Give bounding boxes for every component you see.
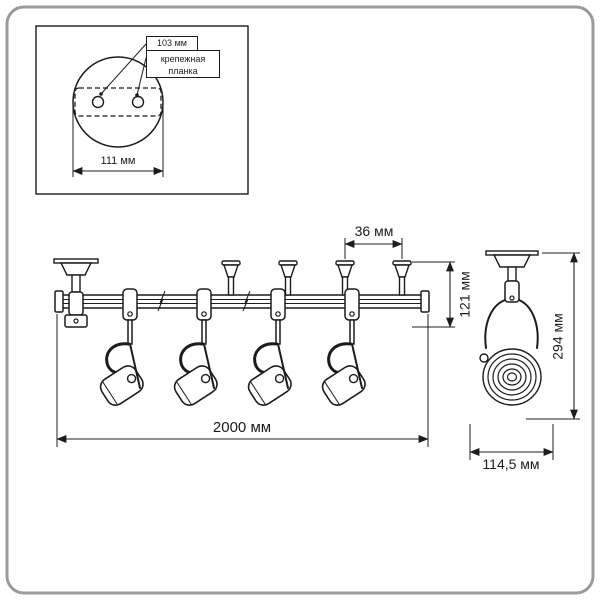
leader-lines — [99, 43, 147, 97]
dim-label-121mm: 121 мм — [456, 271, 473, 318]
break-mark — [157, 290, 166, 312]
ceiling-canopy — [53, 258, 99, 328]
track-endcap-right — [420, 290, 430, 313]
track-endcap-left — [54, 290, 64, 313]
dim-36-lines — [344, 238, 403, 259]
dim-label-111mm: 111 мм — [100, 155, 136, 167]
dim-294-lines — [526, 252, 580, 420]
dim-label-294mm: 294 мм — [549, 313, 566, 360]
lens-rings — [482, 348, 542, 406]
canopy-top-view — [72, 56, 164, 148]
track-connector — [392, 260, 412, 296]
screw-hole-right — [131, 95, 145, 109]
adjust-knob — [479, 353, 489, 363]
mounting-plate-label: крепежная планка — [146, 50, 220, 78]
break-mark — [242, 290, 251, 312]
side-view — [469, 250, 580, 460]
track-connector — [221, 260, 241, 296]
mounting-plate-dashed — [74, 87, 162, 117]
dim-label-114-5mm: 114,5 мм — [482, 456, 540, 472]
dim-label-2000mm: 2000 мм — [212, 419, 272, 436]
spotlight-side — [479, 250, 542, 406]
dim-label-103mm: 103 мм — [146, 36, 198, 51]
dim-label-36mm: 36 мм — [354, 223, 394, 239]
frame-border — [5, 5, 595, 595]
dim-121-lines — [412, 261, 455, 328]
dim-114-lines — [469, 424, 554, 460]
track — [54, 290, 430, 313]
dim-111-lines — [72, 107, 164, 177]
screw-hole-left — [91, 95, 105, 109]
front-view — [53, 238, 455, 447]
dim-2000-lines — [56, 314, 429, 447]
